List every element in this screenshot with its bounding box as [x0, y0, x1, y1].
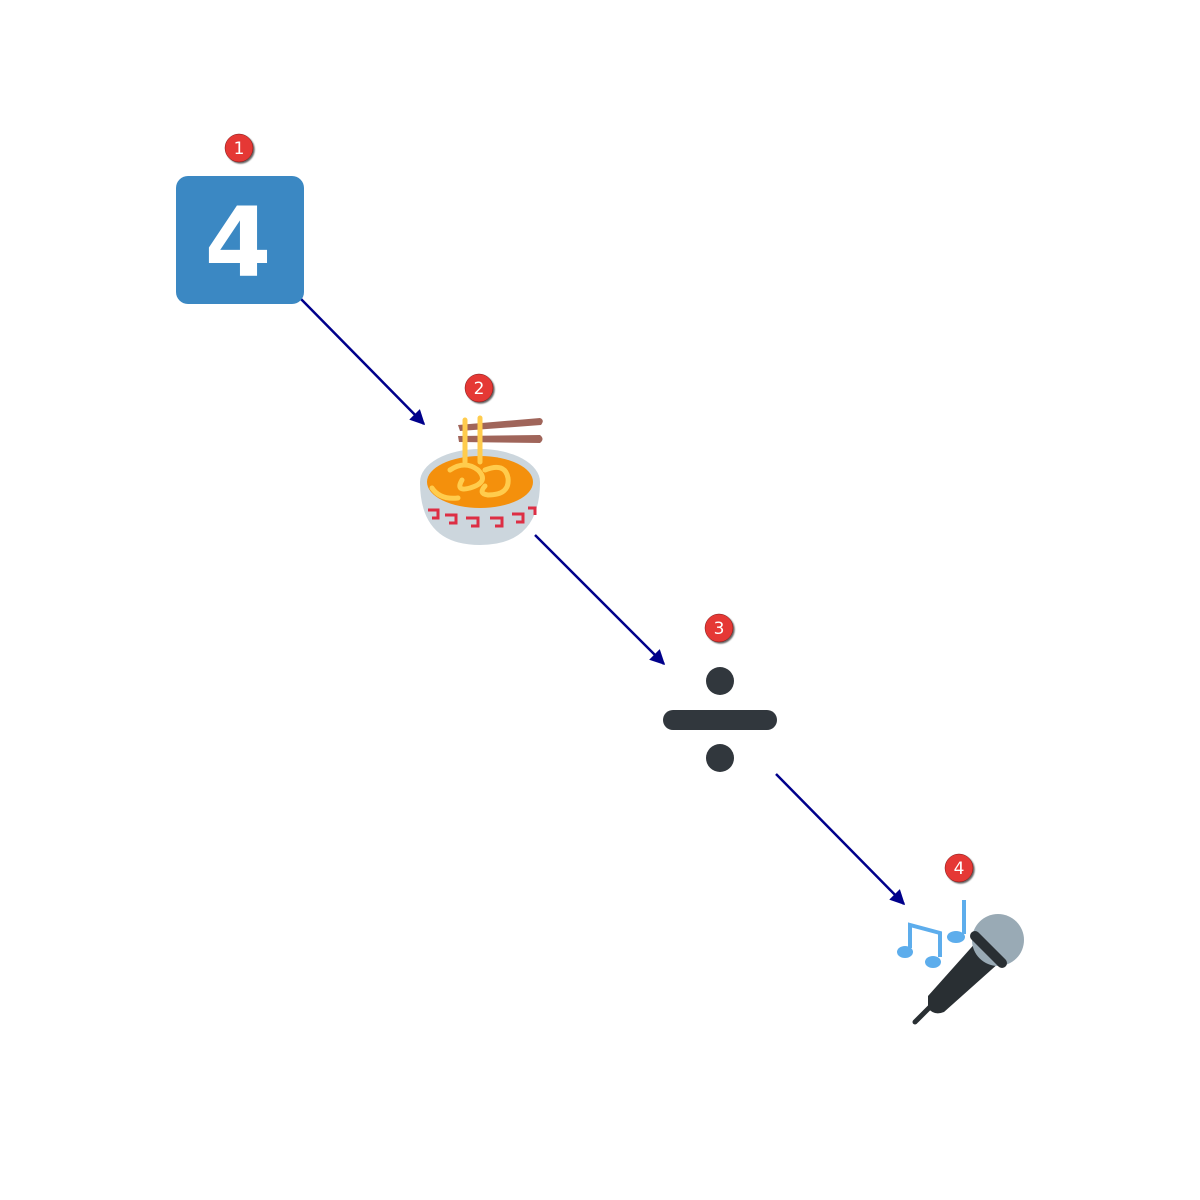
step-badge-2: 2 [464, 373, 494, 403]
step-badge-label: 2 [474, 379, 485, 399]
step-badge-label: 1 [234, 139, 245, 159]
node-1: 4 [176, 176, 304, 304]
node-3 [663, 667, 777, 772]
node-2 [420, 415, 543, 545]
step-badge-label: 4 [954, 859, 965, 879]
arrow-2-to-3 [534, 534, 666, 666]
arrow-3-to-4 [775, 773, 906, 906]
step-badge-4: 4 [944, 853, 974, 883]
step-badge-3: 3 [704, 613, 734, 643]
node-4 [897, 900, 1024, 1025]
keycap-digit-four-icon: 4 [176, 176, 304, 304]
keycap-digit: 4 [205, 187, 272, 299]
step-badge-label: 3 [714, 619, 725, 639]
steaming-bowl-noodles-icon [420, 415, 543, 545]
step-badge-1: 1 [224, 133, 254, 163]
division-sign-icon [663, 667, 777, 772]
microphone-music-notes-icon [897, 900, 1024, 1025]
arrow-1-to-2 [299, 297, 426, 426]
